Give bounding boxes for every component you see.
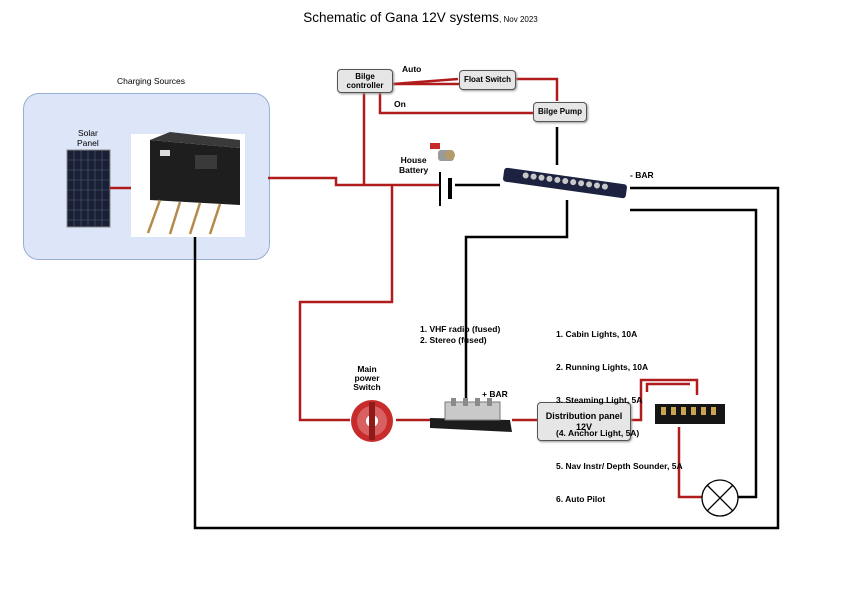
house-battery-label: House Battery bbox=[399, 155, 429, 175]
negative-bus-bar-icon bbox=[503, 167, 627, 199]
house-battery-icon bbox=[439, 172, 452, 206]
lamp-icon bbox=[701, 479, 739, 517]
title-date: , Nov 2023 bbox=[499, 15, 538, 24]
battery-key-icon bbox=[430, 143, 455, 161]
auto-label: Auto bbox=[402, 64, 422, 74]
charge-controller-icon bbox=[131, 132, 245, 237]
circuit-item: 1. Cabin Lights, 10A bbox=[556, 329, 638, 339]
circuit-item: (4. Anchor Light, 5A) bbox=[556, 428, 640, 438]
positive-wires bbox=[110, 77, 702, 499]
distribution-panel-box: Distribution panel 12V bbox=[537, 402, 631, 441]
main-power-switch-label: Main power Switch bbox=[353, 364, 381, 392]
bilge-pump-box: Bilge Pump bbox=[533, 102, 587, 122]
circuit-item: 6. Auto Pilot bbox=[556, 494, 606, 504]
positive-bus-bar-icon bbox=[430, 398, 512, 432]
negative-wires bbox=[193, 127, 780, 530]
fused-devices-list: 1. VHF radio (fused)2. Stereo (fused) bbox=[420, 324, 501, 345]
float-switch-box: Float Switch bbox=[459, 70, 516, 90]
positive-bar-label: + BAR bbox=[482, 389, 508, 399]
terminal-block-icon bbox=[655, 404, 725, 424]
solar-panel-label: Solar Panel bbox=[77, 128, 99, 148]
negative-bar-label: - BAR bbox=[630, 170, 654, 180]
solar-panel-icon bbox=[66, 149, 111, 228]
diagram-title: Schematic of Gana 12V systems, Nov 2023 bbox=[0, 10, 841, 25]
circuit-list: 1. Cabin Lights, 10A 2. Running Lights, … bbox=[556, 307, 683, 516]
on-label: On bbox=[394, 99, 406, 109]
circuit-item: 5. Nav Instr/ Depth Sounder, 5A bbox=[556, 461, 683, 471]
circuit-item: 2. Running Lights, 10A bbox=[556, 362, 649, 372]
bilge-controller-box: Bilge controller bbox=[337, 69, 393, 93]
main-power-switch-icon bbox=[351, 400, 393, 442]
charging-sources-label: Charging Sources bbox=[117, 76, 186, 86]
circuit-item: 3. Steaming Light, 5A bbox=[556, 395, 643, 405]
title-main: Schematic of Gana 12V systems bbox=[303, 10, 500, 25]
